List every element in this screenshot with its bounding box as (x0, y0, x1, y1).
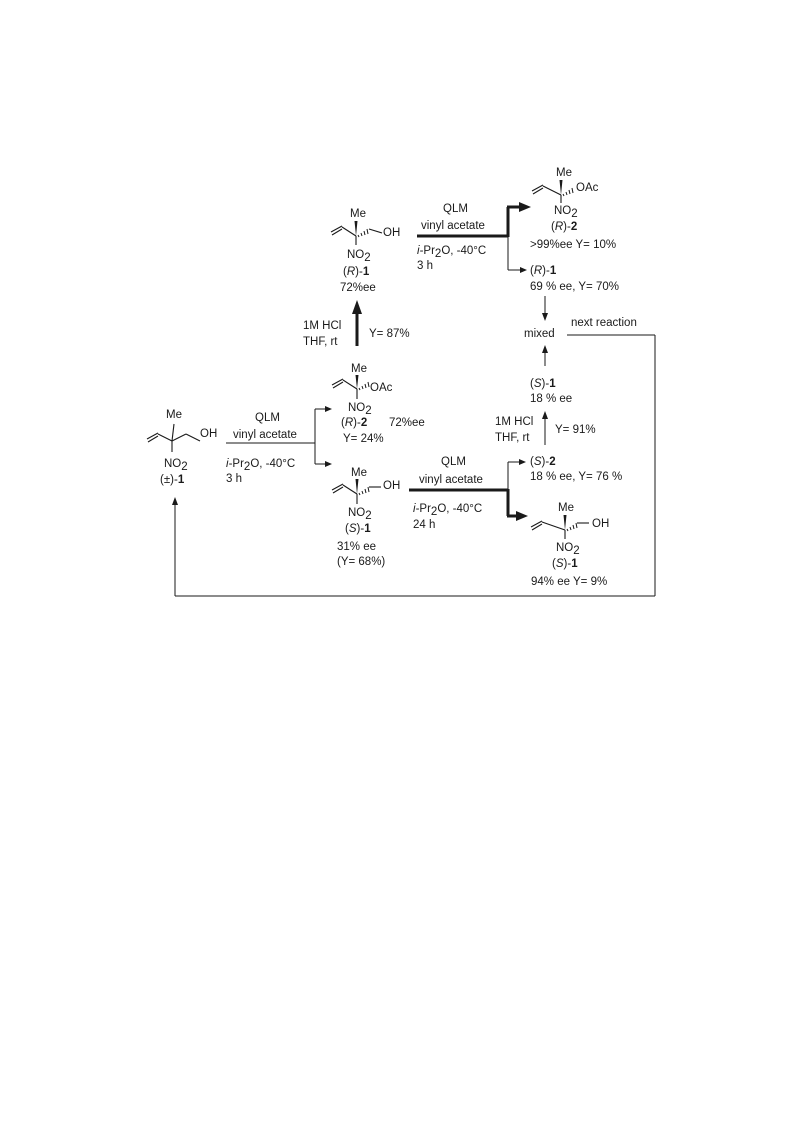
molecule-racemic-1: Me OH NO2 (±)-1 (146, 409, 217, 486)
arrow-to-mixed-top (542, 296, 548, 321)
hydrolysis-left-solvent: THF, rt (303, 336, 338, 348)
svg-text:(±)-1: (±)-1 (160, 474, 185, 486)
hydrolysis-right-solvent: THF, rt (495, 432, 530, 444)
step1-enzyme: QLM (255, 412, 280, 424)
mixed-label: mixed (524, 328, 555, 340)
racemic-1-no: NO (164, 458, 181, 470)
s1-bottom-me: Me (558, 502, 574, 514)
recycle-loop (172, 334, 656, 597)
s1-mid-me: Me (351, 467, 367, 479)
step1-acyl: vinyl acetate (233, 429, 297, 441)
step2-enzyme: QLM (443, 203, 468, 215)
arrow-to-mixed-bottom (542, 345, 548, 366)
step1-arrow (226, 406, 332, 467)
r2-top-me: Me (556, 167, 572, 179)
r1-top-ee: 72%ee (340, 282, 376, 294)
r1-right-result: 69 % ee, Y= 70% (530, 281, 619, 293)
step3-arrow (409, 459, 528, 521)
molecule-r2-mid: Me OAc NO2 (R)-2 72%ee Y= 24% (331, 363, 425, 445)
r2-mid-oac: OAc (370, 382, 393, 394)
step2-acyl: vinyl acetate (421, 220, 485, 232)
hydrolysis-left-reagent: 1M HCl (303, 320, 341, 332)
molecule-s1-bottom: Me OH NO2 (S)-1 94% ee Y= 9% (530, 502, 609, 588)
svg-text:i-Pr2O, -40°C: i-Pr2O, -40°C (226, 458, 295, 473)
r2-mid-no: NO (348, 402, 365, 414)
next-reaction-label: next reaction (571, 317, 637, 329)
s1-mid-oh: OH (383, 480, 400, 492)
s1-right-ee: 18 % ee (530, 393, 572, 405)
step1-conditions: QLM vinyl acetate i-Pr2O, -40°C 3 h (226, 412, 297, 485)
svg-text:NO2: NO2 (556, 542, 580, 557)
molecule-s1-right: (S)-1 18 % ee (530, 378, 572, 405)
svg-text:(S)-1: (S)-1 (345, 523, 371, 535)
svg-text:NO2: NO2 (348, 507, 372, 522)
svg-text:(S)-1: (S)-1 (552, 558, 578, 570)
svg-text:(S)-2: (S)-2 (530, 456, 556, 468)
step3-time: 24 h (413, 519, 435, 531)
hydrolysis-right-reagent: 1M HCl (495, 416, 533, 428)
svg-text:(R)-1: (R)-1 (530, 265, 557, 277)
hydrolysis-left: 1M HCl THF, rt Y= 87% (303, 300, 410, 348)
hydrolysis-left-yield: Y= 87% (369, 328, 410, 340)
racemic-1-oh: OH (200, 428, 217, 440)
r2-top-oac: OAc (576, 182, 599, 194)
svg-text:NO2: NO2 (347, 249, 371, 264)
step3-acyl: vinyl acetate (419, 474, 483, 486)
s2-right-result: 18 % ee, Y= 76 % (530, 471, 622, 483)
r1-top-me: Me (350, 208, 366, 220)
r1-top-no: NO (347, 249, 364, 261)
s1-bottom-result: 94% ee Y= 9% (531, 576, 607, 588)
hydrolysis-right-yield: Y= 91% (555, 424, 596, 436)
molecule-s1-mid: Me OH NO2 (S)-1 31% ee (Y= 68%) (331, 467, 400, 568)
r2-mid-me: Me (351, 363, 367, 375)
hydrolysis-right: 1M HCl THF, rt Y= 91% (495, 411, 596, 445)
molecule-r2-top: Me OAc NO2 (R)-2 >99%ee Y= 10% (530, 167, 616, 251)
s1-mid-yield: (Y= 68%) (337, 556, 385, 568)
molecule-s2-right: (S)-2 18 % ee, Y= 76 % (530, 456, 622, 483)
r2-top-result: >99%ee Y= 10% (530, 239, 616, 251)
svg-text:i-Pr2O, -40°C: i-Pr2O, -40°C (417, 245, 486, 260)
svg-text:(R)-1: (R)-1 (343, 266, 370, 278)
r2-mid-ee: 72%ee (389, 417, 425, 429)
svg-text:(S)-1: (S)-1 (530, 378, 556, 390)
step3-conditions: QLM vinyl acetate i-Pr2O, -40°C 24 h (413, 456, 483, 531)
s1-mid-no: NO (348, 507, 365, 519)
svg-text:NO2: NO2 (554, 205, 578, 220)
step1-time: 3 h (226, 473, 242, 485)
svg-text:NO2: NO2 (348, 402, 372, 417)
step2-conditions: QLM vinyl acetate i-Pr2O, -40°C 3 h (417, 203, 486, 272)
r2-top-no: NO (554, 205, 571, 217)
svg-text:NO2: NO2 (164, 458, 188, 473)
r1-top-oh: OH (383, 227, 400, 239)
racemic-1-me: Me (166, 409, 182, 421)
step2-arrow (417, 202, 531, 273)
molecule-r1-top: Me OH NO2 (R)-1 72%ee (330, 208, 400, 294)
racemic-1-prefix: (±)- (160, 474, 178, 486)
svg-text:i-Pr2O, -40°C: i-Pr2O, -40°C (413, 503, 482, 518)
s1-mid-ee: 31% ee (337, 541, 376, 553)
r2-mid-yield: Y= 24% (343, 433, 384, 445)
step2-time: 3 h (417, 260, 433, 272)
molecule-r1-right: (R)-1 69 % ee, Y= 70% (530, 265, 619, 293)
s1-bottom-oh: OH (592, 518, 609, 530)
svg-text:(R)-2: (R)-2 (341, 417, 367, 429)
step3-enzyme: QLM (441, 456, 466, 468)
svg-text:(R)-2: (R)-2 (551, 221, 577, 233)
s1-bottom-no: NO (556, 542, 573, 554)
